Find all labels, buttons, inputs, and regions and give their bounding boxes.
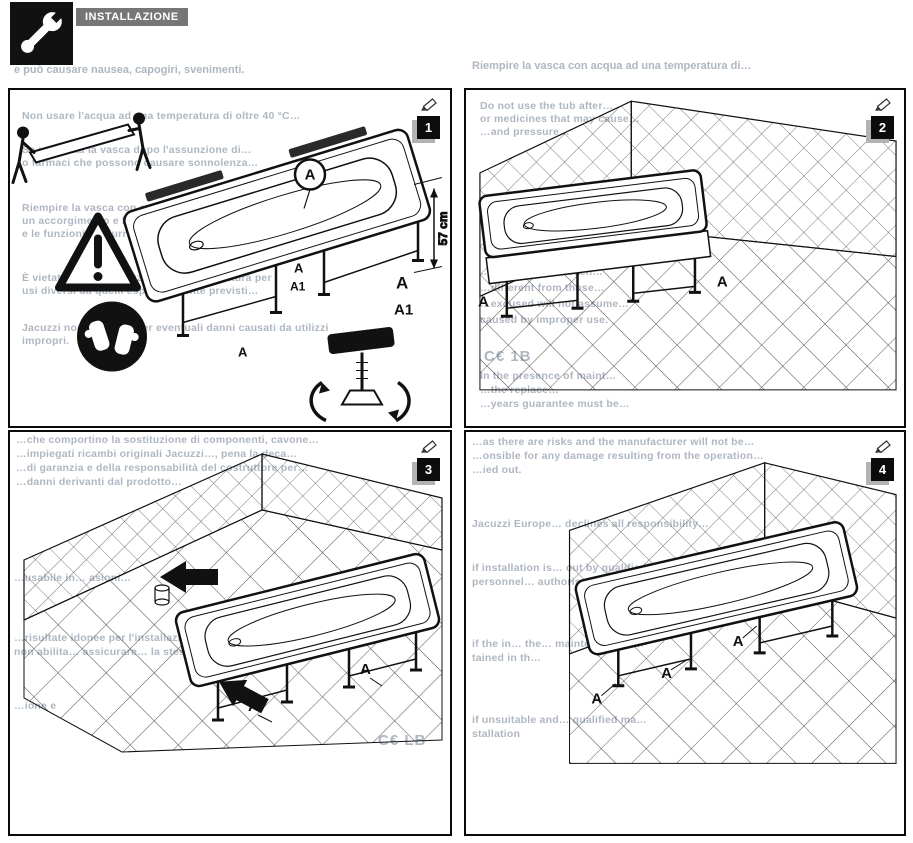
tub-frame-legs xyxy=(212,632,422,722)
bathtub-isometric xyxy=(123,126,432,337)
panel-1: Non usare l'acqua ad una temperatura di … xyxy=(8,88,452,428)
label-a-group: A A xyxy=(248,661,383,723)
label-a: A xyxy=(248,698,259,715)
ghost-text: …impiegati ricambi originali Jacuzzi…, p… xyxy=(16,448,298,460)
wear-gloves-icon xyxy=(77,301,147,372)
ghost-text: …onsible for any damage resulting from t… xyxy=(472,450,764,462)
ghost-text: …and pressure… xyxy=(480,126,570,138)
tub-frame-legs xyxy=(612,600,839,688)
label-a: A xyxy=(360,661,371,678)
panel-number-badge: 1 xyxy=(417,116,440,139)
section-label: INSTALLAZIONE xyxy=(76,8,188,26)
ghost-text: …che comportino la sostituzione di compo… xyxy=(16,434,320,446)
panel-number-badge: 4 xyxy=(871,458,894,481)
ghost-text: e può causare nausea, capogiri, svenimen… xyxy=(14,64,245,76)
ghost-text: tained in th… xyxy=(472,652,542,664)
ghost-text: Do not use the tub after… xyxy=(480,100,614,112)
panel2-drawing: A A xyxy=(478,100,897,391)
rotation-arrows xyxy=(309,381,411,423)
mounting-rails xyxy=(145,126,367,202)
pencil-icon xyxy=(875,440,891,453)
direction-arrow-up-left xyxy=(219,679,269,714)
ghost-text: …ied out. xyxy=(472,464,522,476)
bathtub-isometric xyxy=(574,521,859,688)
label-a: A xyxy=(238,345,248,360)
adjustable-foot-detail xyxy=(309,327,411,423)
label-a1: A1 xyxy=(394,302,413,319)
tub-frame-legs xyxy=(500,258,701,318)
tub-frame-legs xyxy=(177,220,424,337)
panel4-drawing: A A A xyxy=(568,461,897,764)
label-dimension: 57 cm xyxy=(436,211,450,245)
direction-arrow-left xyxy=(160,561,218,593)
height-dimension: 57 cm xyxy=(413,177,450,273)
ghost-text: impropri. xyxy=(22,335,70,347)
ghost-text: …years guarantee must be… xyxy=(480,398,630,410)
ghost-text: …as there are risks and the manufacturer… xyxy=(472,436,755,448)
floor-cup xyxy=(154,584,170,606)
panel-3: …che comportino la sostituzione di compo… xyxy=(8,430,452,836)
panel3-drawing: A A xyxy=(23,453,443,753)
label-a: A xyxy=(478,293,489,310)
pencil-icon xyxy=(421,440,437,453)
panel-number-badge: 3 xyxy=(417,458,440,481)
panel1-drawing: A 57 cm A A1 A A1 A xyxy=(11,112,450,423)
panel-4: …as there are risks and the manufacturer… xyxy=(464,430,906,836)
wrench-icon xyxy=(21,9,65,53)
panel-2: Do not use the tub after… or medicines t… xyxy=(464,88,906,428)
ghost-text: stallation xyxy=(472,728,521,740)
warning-triangle-icon xyxy=(55,212,141,292)
label-a-group: A A A xyxy=(591,625,757,708)
label-a1: A1 xyxy=(290,280,306,294)
label-a: A xyxy=(294,261,304,276)
installation-icon xyxy=(10,2,73,65)
ghost-text: …danni derivanti dal prodotto… xyxy=(16,476,182,488)
label-a: A xyxy=(305,167,316,184)
pencil-icon xyxy=(421,98,437,111)
ghost-text: Non usare l'acqua ad una temperatura di … xyxy=(22,110,301,122)
label-a: A xyxy=(717,273,728,290)
bathtub-against-wall xyxy=(478,169,712,318)
label-a: A xyxy=(661,665,672,682)
label-a: A xyxy=(396,274,408,293)
label-a: A xyxy=(591,691,602,708)
label-a: A xyxy=(733,633,744,650)
bathtub-isometric xyxy=(174,552,441,722)
circled-a-label: A xyxy=(293,158,327,209)
ghost-text: Riempire la vasca con acqua ad una tempe… xyxy=(472,60,752,72)
two-person-carry-icon xyxy=(11,112,152,184)
pencil-icon xyxy=(875,98,891,111)
panel-number-badge: 2 xyxy=(871,116,894,139)
